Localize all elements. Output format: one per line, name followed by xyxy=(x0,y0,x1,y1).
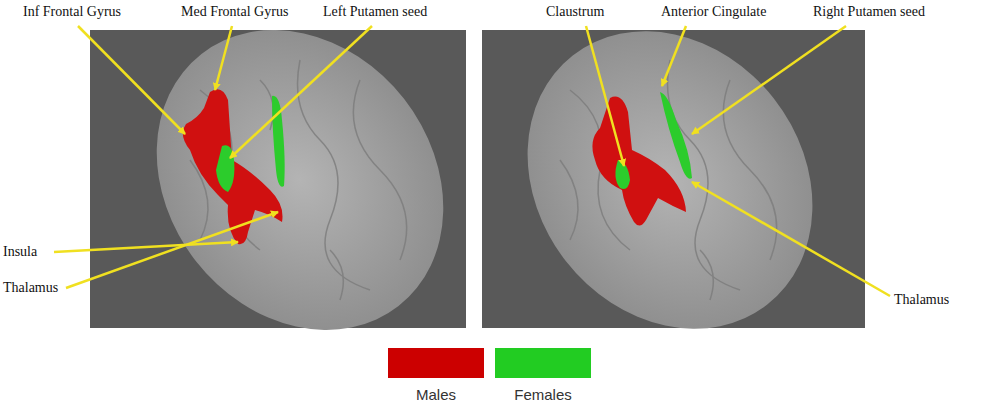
legend-swatch xyxy=(495,348,591,378)
structure-label: Thalamus xyxy=(2,280,59,296)
structure-label: Right Putamen seed xyxy=(812,4,926,20)
legend-swatch xyxy=(388,348,484,378)
legend-label: Females xyxy=(514,386,572,404)
legend-label: Males xyxy=(416,386,456,404)
structure-label: Inf Frontal Gyrus xyxy=(22,4,122,20)
structure-label: Left Putamen seed xyxy=(322,4,428,20)
structure-label: Anterior Cingulate xyxy=(660,4,767,20)
structure-label: Thalamus xyxy=(893,292,950,308)
structure-label: Insula xyxy=(2,244,38,260)
structure-label: Claustrum xyxy=(545,4,605,20)
structure-label: Med Frontal Gyrus xyxy=(180,4,289,20)
